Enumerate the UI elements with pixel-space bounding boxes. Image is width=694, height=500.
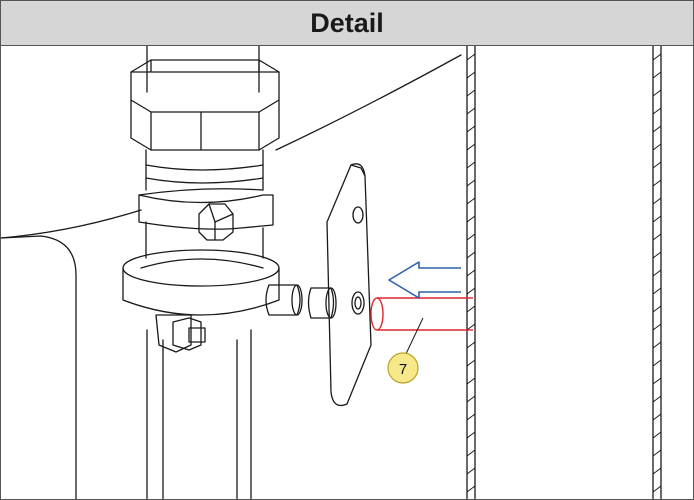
technical-drawing: 7 <box>1 46 662 499</box>
header-bar: Detail <box>0 0 694 46</box>
upper-clamp <box>138 188 274 259</box>
wall-section <box>466 46 662 499</box>
mounting-plate <box>326 163 372 407</box>
hex-nut <box>130 59 280 171</box>
vertical-pipe <box>146 46 260 499</box>
tank-edge <box>1 235 77 499</box>
part-7-pin <box>370 297 473 331</box>
pipe-segment <box>145 164 264 191</box>
wall-hatching <box>466 53 662 493</box>
tank-outline <box>1 54 462 239</box>
page-title: Detail <box>310 7 384 38</box>
ring-fitting <box>265 284 337 319</box>
arrow-left-icon <box>388 261 461 299</box>
drawing-canvas: 7 <box>0 46 694 500</box>
callout-number: 7 <box>399 361 407 378</box>
callout-7: 7 <box>387 317 424 384</box>
clamp-bolt-lower <box>155 314 206 353</box>
clamp-bolt-upper <box>198 203 234 241</box>
lower-clamp <box>122 249 280 316</box>
